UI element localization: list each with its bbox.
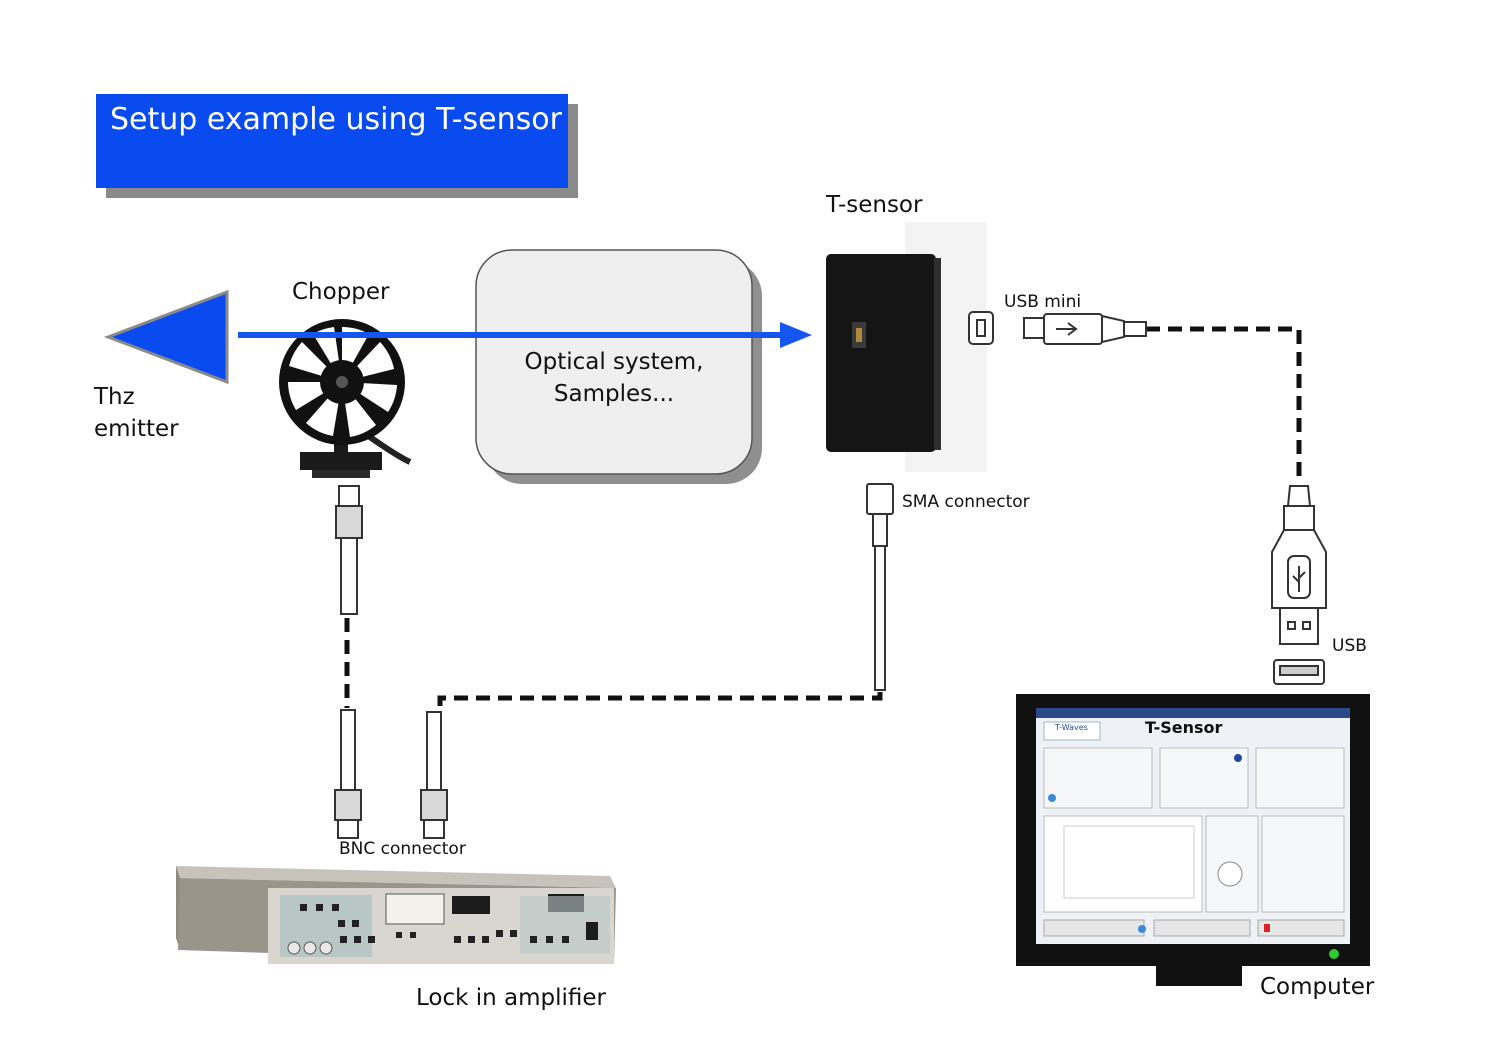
connection-lines [344,326,1302,712]
sma-connector [866,483,894,691]
thz-beam-arrow [238,322,812,348]
optical-system-box [475,249,762,484]
optical-label-line2: Samples... [553,381,675,407]
t-sensor-label: T-sensor [826,192,923,218]
bnc-connector-chopper [335,485,363,615]
computer-monitor [1016,694,1370,986]
optical-system-label: Optical system, Samples... [476,346,752,410]
bnc-connector-lockin-a [334,709,362,839]
bnc-connector-lockin-b [420,711,448,839]
bnc-connector-label: BNC connector [339,839,466,859]
thz-emitter-label-line1: Thz [94,384,135,410]
usb-mini-connector [968,311,1147,345]
sma-cable-dashed [437,692,883,712]
thz-emitter-icon [103,289,229,385]
screen-logo: T-Waves [1055,723,1088,732]
usb-label: USB [1332,636,1367,656]
usb-mini-label: USB mini [1004,292,1082,312]
optical-label-line1: Optical system, [524,349,704,375]
usb-plug [1271,485,1327,685]
computer-label: Computer [1260,974,1375,1000]
diagram-title: Setup example using T-sensor [110,102,562,137]
usb-cable-dashed [1146,326,1302,480]
lock-in-amplifier-device [176,866,616,964]
thz-emitter-label-line2: emitter [94,416,179,442]
screen-app-title: T-Sensor [1145,718,1223,737]
t-sensor-device [826,222,987,472]
chopper-label: Chopper [292,279,390,305]
sma-connector-label: SMA connector [902,492,1030,512]
chopper-icon [279,319,412,478]
lock-in-amplifier-label: Lock in amplifier [416,985,607,1011]
title-banner: Setup example using T-sensor [96,94,568,188]
